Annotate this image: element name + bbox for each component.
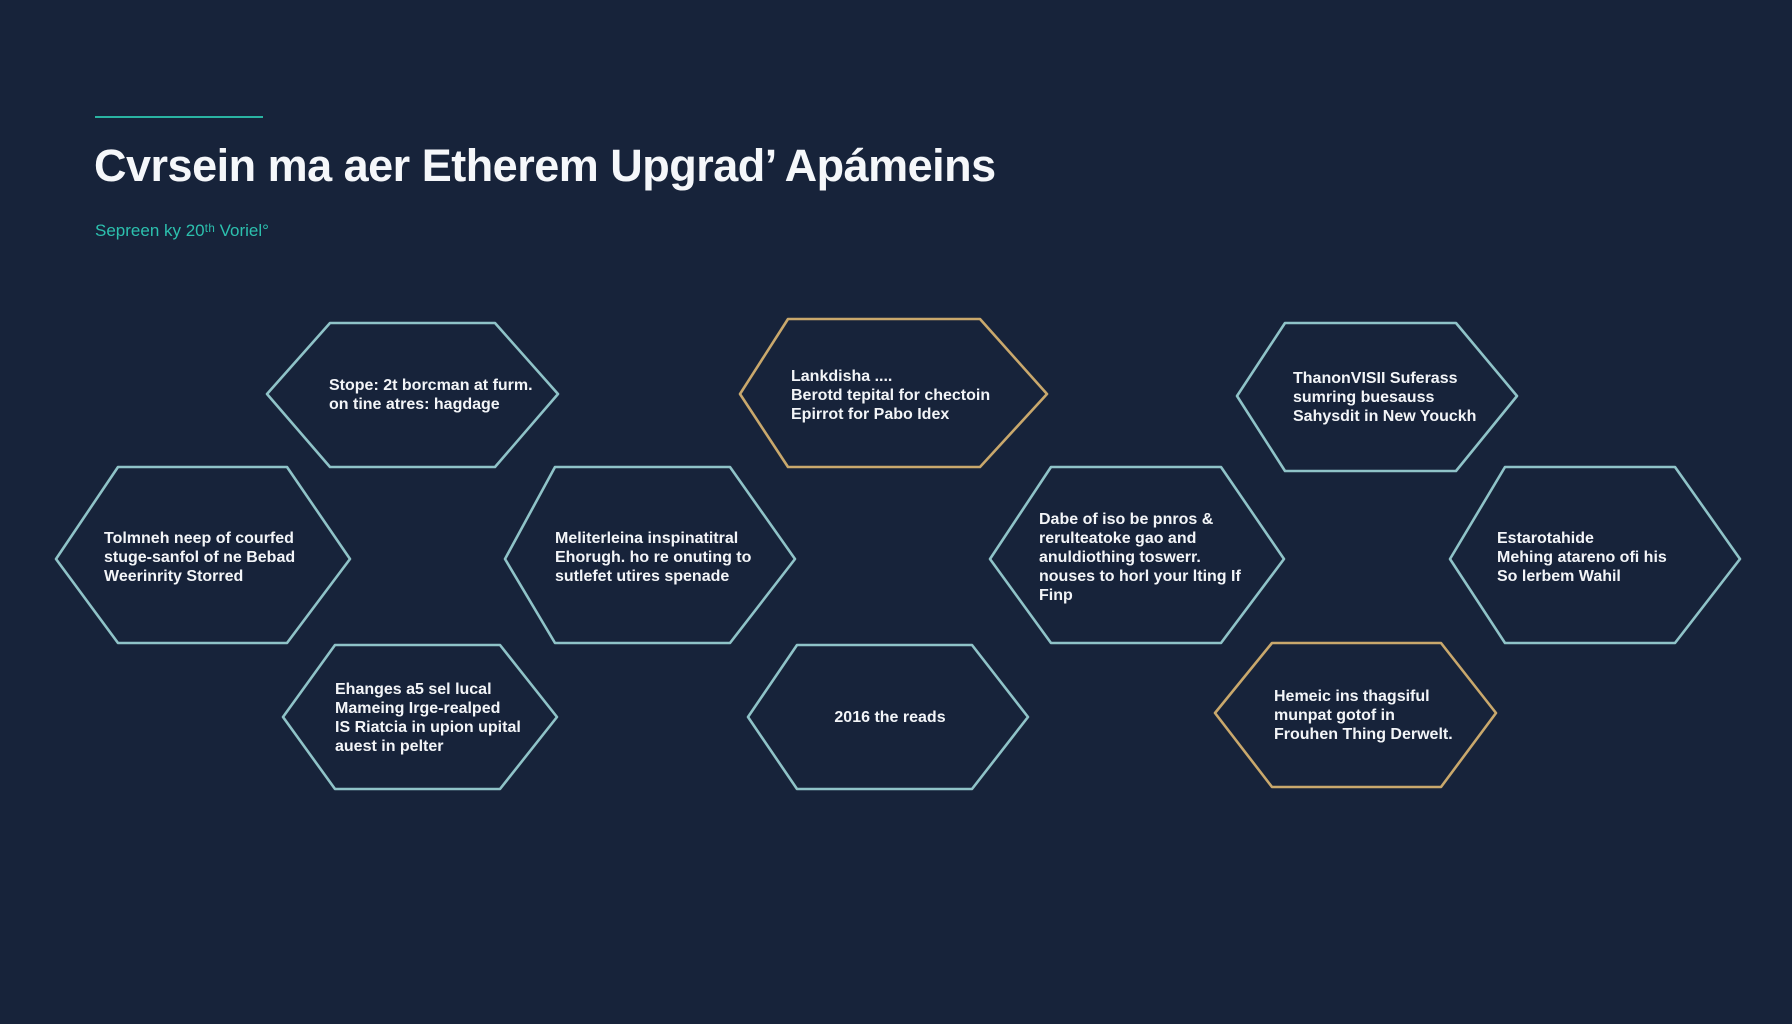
hex-shape-n8 xyxy=(281,643,559,791)
hex-node-n6: Dabe of iso be pnros & rerulteatoke gao … xyxy=(1039,487,1274,627)
hex-node-n9: 2016 the reads xyxy=(760,655,1020,780)
title-accent-rule xyxy=(95,116,263,118)
hex-node-n1: Stope: 2t borcman at furm. on tine atres… xyxy=(329,335,544,455)
hex-node-n4: Tolmneh neep of courfed stuge-sanfol of … xyxy=(104,487,339,627)
hex-node-label: Hemeic ins thagsiful munpat gotof in Fro… xyxy=(1274,688,1453,743)
hex-node-n8: Ehanges a5 sel lucal Mameing Irge-realpe… xyxy=(335,655,555,780)
hex-node-n7: Estarotahide Mehing atareno ofi his So l… xyxy=(1497,487,1727,627)
page-title: Cvrsein ma aer Etherem Upgrad’ Apámeins xyxy=(94,140,996,191)
page-subtitle: Sepreen ky 20ᵗʰ Voriel° xyxy=(95,221,269,240)
hex-node-label: Stope: 2t borcman at furm. on tine atres… xyxy=(329,377,533,413)
hex-shape-n6 xyxy=(988,465,1286,645)
hex-node-n2: Lankdisha .... Berotd tepital for checto… xyxy=(791,335,1031,455)
hex-node-label: Dabe of iso be pnros & rerulteatoke gao … xyxy=(1039,510,1241,604)
hex-node-label: Tolmneh neep of courfed stuge-sanfol of … xyxy=(104,529,296,585)
hex-node-n5: Meliterleina inspinatitral Ehorugh. ho r… xyxy=(555,487,790,627)
hex-shape-n7 xyxy=(1448,465,1742,645)
hex-shape-n3 xyxy=(1235,321,1519,473)
hex-node-label: Ehanges a5 sel lucal Mameing Irge-realpe… xyxy=(335,680,521,755)
hex-node-label: Meliterleina inspinatitral Ehorugh. ho r… xyxy=(555,529,752,585)
hex-shape-n2 xyxy=(738,317,1049,469)
hex-shape-n9 xyxy=(746,643,1030,791)
hex-node-n3: ThanonVISII Suferass sumring buesauss Sa… xyxy=(1293,337,1508,457)
hex-node-label: Estarotahide Mehing atareno ofi his So l… xyxy=(1497,529,1667,585)
hex-node-label: ThanonVISII Suferass sumring buesauss Sa… xyxy=(1293,369,1477,425)
hex-shape-n1 xyxy=(265,321,560,469)
hex-shape-n5 xyxy=(503,465,797,645)
hex-shape-n10 xyxy=(1213,641,1498,789)
hex-node-n10: Hemeic ins thagsiful munpat gotof in Fro… xyxy=(1274,653,1489,778)
hex-node-label: 2016 the reads xyxy=(834,709,946,726)
hex-shape-n4 xyxy=(54,465,352,645)
hex-node-label: Lankdisha .... Berotd tepital for checto… xyxy=(791,367,991,423)
